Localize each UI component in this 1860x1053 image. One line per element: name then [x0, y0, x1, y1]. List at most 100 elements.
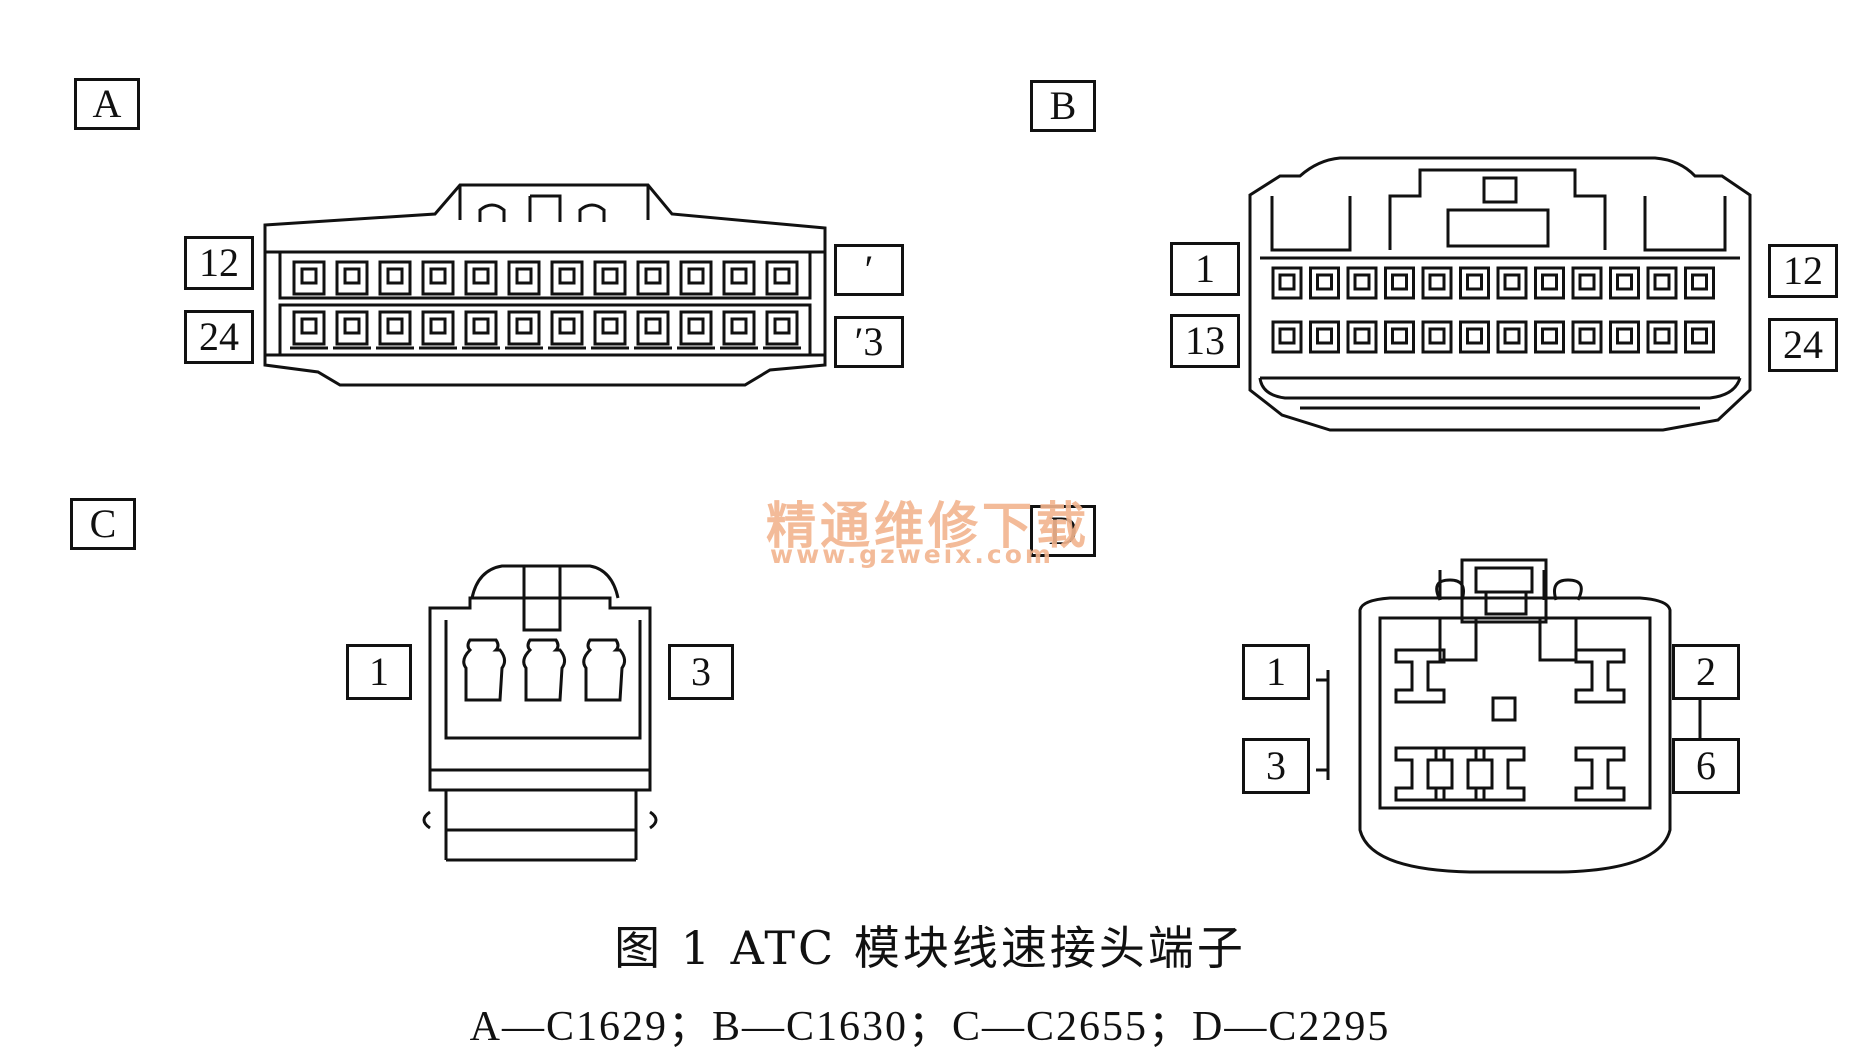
connector-b-cavity [1421, 320, 1453, 354]
connector-b-pin-label-12: 12 [1768, 244, 1838, 298]
connector-b-cavity-inner [1541, 273, 1558, 291]
connector-b-label: B [1030, 80, 1096, 132]
connector-a-cavity-inner [300, 317, 318, 335]
connector-b-cavity-inner [1278, 273, 1296, 291]
connector-a-cavity [550, 310, 584, 346]
connector-b-pin-rows [1271, 266, 1715, 354]
connector-d-body [1316, 558, 1712, 874]
connector-c-body [422, 564, 658, 862]
connector-b-cavity [1571, 266, 1603, 300]
figure-caption-title: 图 1 ATC 模块线速接头端子 [614, 921, 1246, 975]
connector-d-pin-label-1: 1 [1242, 644, 1310, 700]
connector-b-cavity-inner [1466, 327, 1483, 345]
connector-c-label: C [70, 498, 136, 550]
connector-b-cavity-inner [1616, 327, 1633, 345]
connector-d-pin-label-3: 3 [1242, 738, 1310, 794]
connector-a-cavity [765, 310, 799, 346]
connector-b-cavity [1271, 266, 1303, 300]
connector-a-cavity-inner [386, 267, 404, 285]
connector-a-cavity [335, 260, 369, 296]
connector-b-cavity [1459, 320, 1490, 354]
connector-a-cavity-inner [644, 317, 662, 335]
connector-b-cavity [1571, 320, 1603, 354]
connector-a-cavity [292, 310, 326, 346]
connector-a-cavity-inner [472, 267, 490, 285]
connector-b-cavity-inner [1653, 273, 1671, 291]
connector-d-pin-label-2: 2 [1672, 644, 1740, 700]
connector-b-cavity-inner [1578, 273, 1596, 291]
connector-b-pin-label-13: 13 [1170, 314, 1240, 368]
connector-b-cavity [1646, 320, 1678, 354]
connector-a-cavity [464, 310, 498, 346]
connector-b-cavity-inner [1466, 273, 1483, 291]
connector-a-cavity-inner [429, 317, 447, 335]
connector-b-cavity-inner [1653, 327, 1671, 345]
connector-d-pin-label-6: 6 [1672, 738, 1740, 794]
connector-b-cavity-inner [1616, 273, 1633, 291]
connector-a-body [263, 183, 827, 387]
connector-a-cavity-inner [472, 317, 490, 335]
connector-a-cavity-inner [558, 267, 576, 285]
connector-a-cavity [335, 310, 369, 346]
connector-a-cavity [636, 310, 670, 346]
connector-b-cavity-inner [1691, 273, 1708, 291]
connector-b-cavity-inner [1428, 273, 1446, 291]
connector-a-cavity-inner [687, 267, 705, 285]
connector-a-cavity-inner [300, 267, 318, 285]
connector-d-terminal [1574, 648, 1626, 704]
figure-caption-legend: A—C1629；B—C1630；C—C2655；D—C2295 [469, 1004, 1391, 1050]
connector-a-cavity-inner [343, 267, 361, 285]
connector-a-cavity-inner [601, 267, 619, 285]
connector-b-cavity-inner [1353, 273, 1371, 291]
connector-a-cavity [507, 310, 541, 346]
connector-b-cavity-inner [1541, 327, 1558, 345]
connector-a-cavity-inner [343, 317, 361, 335]
connector-b-cavity-inner [1691, 327, 1708, 345]
connector-d-label: D [1030, 505, 1096, 557]
connector-a-cavity [421, 260, 455, 296]
connector-a-cavity [292, 260, 326, 296]
connector-a-pin-label-24: 24 [184, 310, 254, 364]
connector-b-cavity-inner [1353, 327, 1371, 345]
connector-b-cavity [1459, 266, 1490, 300]
connector-a-pin-label-1: ′ [834, 244, 904, 296]
connector-a-cavity-inner [601, 317, 619, 335]
watermark-title: 精通维修下载 [766, 497, 1090, 555]
connector-b-cavity [1346, 266, 1378, 300]
connector-a-cavity [593, 310, 627, 346]
connector-b-cavity [1609, 266, 1640, 300]
connector-b-cavity [1534, 266, 1565, 300]
connector-b-cavity [1346, 320, 1378, 354]
connector-a-cavity [378, 260, 412, 296]
connector-b-cavity [1684, 266, 1715, 300]
connector-c-pin-label-3: 3 [668, 644, 734, 700]
connector-a-cavity-inner [687, 317, 705, 335]
connector-b-cavity [1309, 266, 1340, 300]
connector-a-cavity [421, 310, 455, 346]
connector-a-cavity-inner [773, 317, 791, 335]
connector-b-cavity [1609, 320, 1640, 354]
connector-b-pin-label-1: 1 [1170, 242, 1240, 296]
connector-a-pin-label-13: ′3 [834, 316, 904, 368]
connector-b-body [1248, 156, 1752, 432]
connector-a-cavity-inner [515, 317, 533, 335]
connector-d-terminal [1574, 746, 1626, 802]
connector-a-cavity-inner [386, 317, 404, 335]
connector-b-cavity-inner [1391, 327, 1408, 345]
connector-b-cavity-inner [1503, 327, 1521, 345]
connector-a-cavity-inner [730, 267, 748, 285]
connector-a-label: A [74, 78, 140, 130]
connector-a-cavity-inner [429, 267, 447, 285]
connector-b-cavity [1684, 320, 1715, 354]
connector-a-cavity [507, 260, 541, 296]
connector-a-cavity [593, 260, 627, 296]
connector-a-cavity [722, 260, 756, 296]
connector-a-cavity [679, 310, 713, 346]
connector-a-cavity [636, 260, 670, 296]
connector-b-cavity [1496, 320, 1528, 354]
connector-a-pin-rows [290, 260, 801, 350]
connector-b-cavity [1646, 266, 1678, 300]
connector-a-cavity-inner [515, 267, 533, 285]
